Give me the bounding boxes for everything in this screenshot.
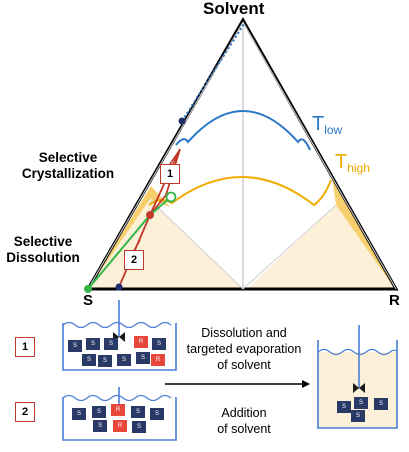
crystal-s: S [72, 408, 86, 420]
beaker-1 [62, 323, 177, 371]
crystal-s: S [117, 354, 131, 366]
crystal-s: S [131, 406, 145, 418]
crystal-s: S [152, 338, 166, 350]
tie-line-r [242, 21, 397, 290]
step-2-marker: 2 [15, 402, 35, 422]
t-low-main: T [312, 113, 325, 135]
crystal-s: S [93, 420, 107, 432]
beaker-2 [62, 397, 177, 441]
crystal-s: S [337, 401, 351, 413]
crystal-s: S [98, 355, 112, 367]
t-high-label: Thigh [335, 151, 370, 175]
point-mix [146, 211, 154, 219]
t-low-label: Tlow [312, 113, 343, 137]
beaker-1-liquid [62, 321, 172, 329]
t-low-sub: low [324, 123, 343, 137]
diagram-step-2-marker: 2 [124, 250, 144, 270]
crystal-s: S [374, 398, 388, 410]
tie-line-center-right [242, 204, 337, 290]
crystal-r: R [113, 420, 127, 432]
r-solid-region [247, 205, 395, 289]
stir-bar-3 [353, 383, 359, 393]
step-1-caption-line-1: Dissolution and [201, 326, 287, 340]
crystal-s: S [136, 352, 150, 364]
selective-dissolution-label: Selective Dissolution [0, 234, 86, 266]
beaker-2-liquid [62, 394, 172, 402]
crystal-s: S [82, 354, 96, 366]
diagram-step-1-marker: 1 [160, 164, 180, 184]
crystal-r: R [151, 354, 165, 366]
point-initial [115, 283, 123, 291]
t-high-sub: high [347, 161, 370, 175]
t-high-main: T [335, 151, 348, 173]
dissolution-line-2: Dissolution [6, 250, 80, 265]
vertex-r-label: R [389, 292, 400, 309]
stir-bar-3b [359, 383, 365, 393]
vertex-solvent-label: Solvent [203, 0, 265, 18]
crystal-s: S [92, 406, 106, 418]
crystal-s: S [132, 421, 146, 433]
point-evaporated [178, 117, 186, 125]
evaporation-path-dotted [181, 23, 245, 122]
crystal-s: S [68, 340, 82, 352]
step-1-caption-line-2: targeted evaporation [186, 342, 302, 356]
process-path-red [118, 148, 181, 288]
point-s-vertex [84, 285, 92, 293]
tie-line-center-left [148, 198, 244, 290]
t-low-curve [175, 110, 311, 151]
selective-crystallization-label: Selective Crystallization [0, 150, 136, 182]
beaker-3-liquid [317, 348, 398, 356]
vertex-s-label: S [83, 292, 94, 309]
crystallization-line-2: Crystallization [21, 166, 115, 181]
crystallization-line-1: Selective [38, 150, 98, 165]
step-1-marker: 1 [15, 337, 35, 357]
crystal-s: S [351, 410, 365, 422]
crystal-s: S [104, 338, 118, 350]
crystal-r: R [134, 336, 148, 348]
crystal-s: S [86, 338, 100, 350]
step-2-caption-line-2: of solvent [217, 422, 271, 436]
process-arrow-head [302, 380, 310, 388]
stir-bar-1b [119, 332, 125, 342]
crystal-s: S [354, 397, 368, 409]
beaker-3 [317, 340, 398, 429]
crystal-s: S [150, 408, 164, 420]
crystal-r: R [111, 404, 125, 416]
step-1-caption: Dissolution and targeted evaporation of … [180, 325, 308, 373]
step-2-caption-line-1: Addition [221, 406, 267, 420]
step-1-caption-line-3: of solvent [217, 358, 271, 372]
point-saturation [165, 191, 177, 203]
step-2-caption: Addition of solvent [180, 405, 308, 437]
dissolution-line-1: Selective [13, 234, 73, 249]
